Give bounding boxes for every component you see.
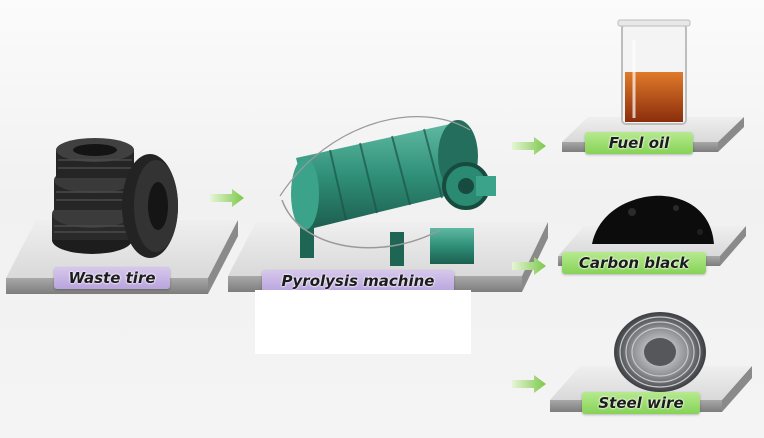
flow-arrow-icon [512, 257, 546, 275]
label-steel-wire: Steel wire [582, 392, 700, 414]
label-carbon-black: Carbon black [562, 252, 706, 274]
oil-beaker-image [617, 19, 691, 125]
flow-arrow-icon [512, 137, 546, 155]
flow-arrow-icon [210, 189, 244, 207]
pyrolysis-reactor-image [279, 116, 496, 266]
blank-panel [255, 290, 471, 354]
label-waste-tire: Waste tire [54, 267, 170, 289]
flow-arrow-icon [512, 375, 546, 393]
label-fuel-oil: Fuel oil [585, 132, 693, 154]
tire-stack-image [52, 138, 178, 258]
steel-wire-coil-image [614, 312, 706, 392]
label-pyrolysis-machine: Pyrolysis machine [262, 270, 454, 292]
carbon-black-pile-image [592, 195, 714, 244]
